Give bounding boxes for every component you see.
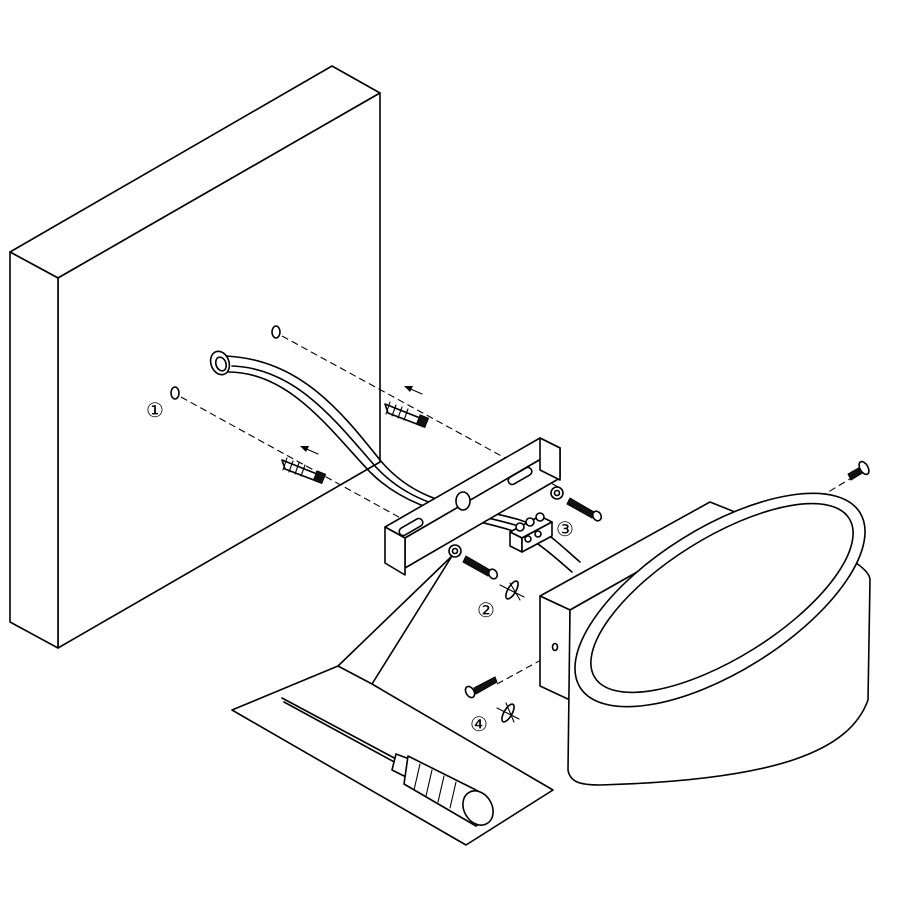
screwdriver-icon — [281, 697, 494, 827]
wall-block — [9, 65, 381, 649]
wall-hole-lower — [170, 386, 180, 400]
washer-4 — [496, 702, 520, 723]
bracket-left-leg — [384, 526, 406, 576]
lamp-rim-outer — [574, 492, 866, 708]
screw-bottom — [464, 676, 498, 699]
lamp-rim-inner — [590, 502, 854, 694]
cable-entry — [209, 350, 231, 376]
washer-2 — [499, 580, 525, 601]
lamp-base-side — [539, 595, 571, 701]
screw-left — [448, 544, 499, 580]
wall-plug-upper — [384, 401, 430, 429]
bracket-right-leg — [539, 437, 561, 481]
step-label-2: ② — [477, 598, 495, 622]
lamp-housing — [539, 492, 871, 786]
wall-side-face — [9, 251, 59, 649]
mounting-bracket — [384, 437, 561, 576]
screw-right — [550, 486, 603, 522]
bracket-center-hole — [455, 491, 471, 511]
bracket-slot-right — [507, 466, 533, 486]
wall-plug-lower — [281, 457, 327, 485]
bracket-slot-left — [398, 517, 424, 537]
terminal-block — [509, 512, 553, 553]
screwdriver-callout — [231, 555, 554, 846]
arrow-icons — [300, 386, 423, 455]
step-label-3: ③ — [556, 517, 574, 541]
step-label-4: ④ — [470, 712, 488, 736]
screw-top-right — [847, 460, 870, 481]
step-label-1: ① — [146, 398, 164, 422]
lamp-screw-hole — [551, 642, 559, 652]
wall-hole-upper — [271, 325, 281, 339]
